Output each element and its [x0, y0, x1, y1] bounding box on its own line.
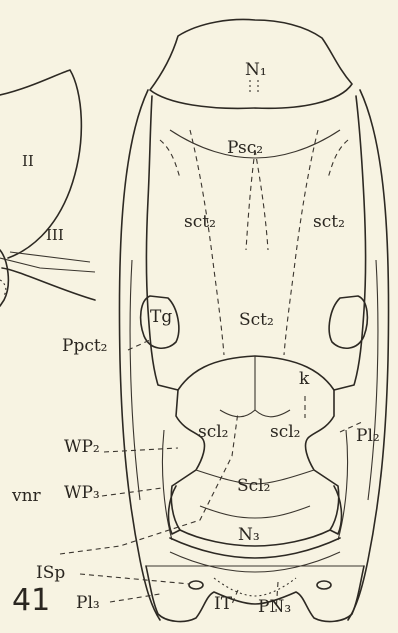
- label-scl2-right: scl₂: [270, 422, 301, 442]
- notal-suture-left: [190, 130, 224, 355]
- label-Psc2: Psc₂: [227, 138, 263, 158]
- notal-suture-right: [284, 130, 318, 355]
- label-ISp: ISp: [36, 563, 65, 583]
- label-Tg: Tg: [150, 307, 172, 327]
- left-wing-fragment: [0, 70, 95, 306]
- metathorax-base: [146, 566, 364, 621]
- label-Pl3: Pl₃: [76, 593, 100, 613]
- label-II: II: [22, 152, 34, 170]
- figure-number: 41: [12, 583, 50, 618]
- spiracle-right: [317, 581, 331, 589]
- label-Sct2: Sct₂: [239, 310, 274, 330]
- scutellum-outline: [171, 390, 338, 546]
- label-sct2-left: sct₂: [184, 212, 216, 232]
- label-PN3: PN₃: [258, 597, 291, 617]
- label-k: k: [299, 369, 310, 389]
- label-Scl2: Scl₂: [237, 476, 270, 496]
- tegula-right: [329, 296, 367, 348]
- label-N1: N₁: [245, 60, 267, 80]
- label-N3: N₃: [238, 525, 260, 545]
- label-Ppct2: Ppct₂: [62, 336, 108, 356]
- label-vnr: vnr: [11, 486, 42, 506]
- label-WP3: WP₃: [64, 483, 100, 503]
- spiracle-left: [189, 581, 203, 589]
- label-sct2-right: sct₂: [313, 212, 345, 232]
- label-Pl2: Pl₂: [356, 426, 380, 446]
- label-IT: IT: [214, 594, 233, 614]
- label-WP2: WP₂: [64, 437, 100, 457]
- label-scl2-left: scl₂: [198, 422, 229, 442]
- label-III: III: [46, 226, 64, 244]
